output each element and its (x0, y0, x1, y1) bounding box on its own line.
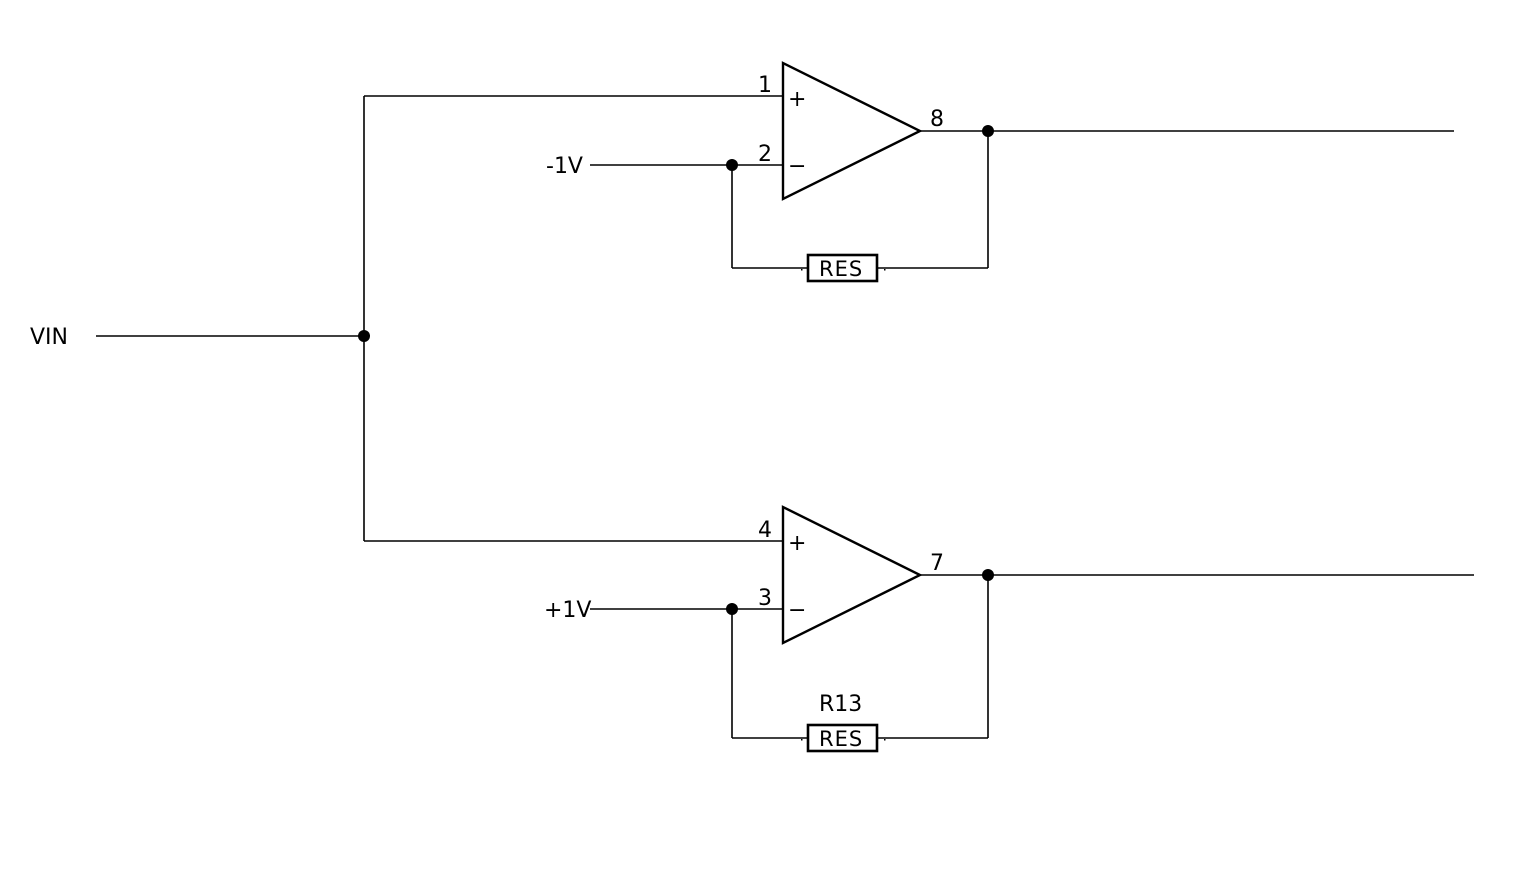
bottom-resistor-designator-label: R13 (819, 692, 862, 717)
bottom-resistor-pin1-marker (801, 739, 803, 741)
bottom-pin-out-label: 7 (930, 551, 944, 576)
top-pin-inv-label: 2 (758, 142, 772, 167)
top-opamp-minus-sign: − (788, 154, 806, 179)
top-resistor-pin1-marker (801, 269, 803, 271)
top-stage: -1V + − 1 2 8 RES (546, 61, 1454, 283)
bottom-resistor-value-label: RES (819, 727, 863, 751)
top-opamp-symbol[interactable] (781, 61, 923, 201)
top-resistor-pin2-marker (884, 269, 886, 271)
net-vin: VIN (30, 95, 783, 542)
bottom-resistor-pin2-marker (884, 739, 886, 741)
bottom-stage: +1V + − 4 3 7 RES R13 (544, 505, 1474, 753)
bottom-resistor-body[interactable] (806, 723, 879, 753)
top-pin-out-label: 8 (930, 107, 944, 132)
bottom-opamp-minus-sign: − (788, 598, 806, 623)
top-pin-noninv-label: 1 (758, 73, 772, 98)
bottom-opamp-plus-sign: + (788, 531, 806, 556)
top-resistor-body[interactable] (806, 253, 879, 283)
top-resistor-value-label: RES (819, 257, 863, 281)
top-ref-net-label: -1V (546, 154, 583, 179)
bottom-opamp-symbol[interactable] (781, 505, 923, 645)
vin-junction-dot[interactable] (358, 330, 370, 342)
top-opamp-plus-sign: + (788, 87, 806, 112)
bottom-ref-net-label: +1V (544, 598, 591, 623)
bottom-pin-inv-label: 3 (758, 586, 772, 611)
bottom-pin-noninv-label: 4 (758, 518, 772, 543)
vin-net-label: VIN (30, 325, 68, 350)
